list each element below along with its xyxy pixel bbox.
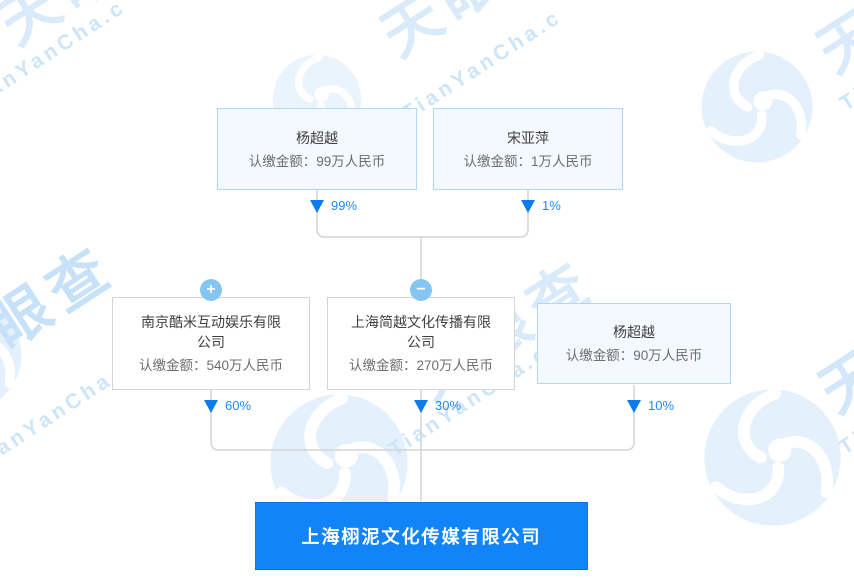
percent-label: 10% [648, 398, 675, 413]
percent-label: 99% [331, 198, 358, 213]
arrow-down-icon [204, 399, 218, 413]
percent-label: 60% [225, 398, 252, 413]
shareholder-name: 宋亚萍 [507, 129, 549, 146]
subscribed-amount: 认缴金额：1万人民币 [463, 153, 593, 169]
arrow-down-icon [414, 399, 428, 413]
shareholder-name: 杨超越 [296, 129, 338, 146]
ownership-percent-1: 1% [521, 199, 561, 213]
root-company-card: 上海栩泥文化传媒有限公司 [255, 502, 588, 570]
shareholder-name: 杨超越 [613, 324, 655, 340]
ownership-percent-60: 60% [204, 399, 251, 413]
ownership-percent-30: 30% [414, 399, 461, 413]
shareholder-name: 上海简越文化传播有限公司 [351, 314, 491, 350]
arrow-down-icon [310, 199, 324, 213]
percent-label: 1% [542, 198, 561, 213]
ownership-percent-10: 10% [627, 399, 674, 413]
arrow-down-icon [521, 199, 535, 213]
expand-plus-button[interactable]: + [200, 279, 222, 301]
shareholder-card-upper-1[interactable]: 杨超越 认缴金额：99万人民币 [217, 108, 417, 190]
arrow-down-icon [627, 399, 641, 413]
subscribed-amount: 认缴金额：99万人民币 [248, 153, 386, 169]
collapse-minus-button[interactable]: − [410, 279, 432, 301]
percent-label: 30% [435, 398, 462, 413]
shareholder-card-direct-3[interactable]: 杨超越 认缴金额：90万人民币 [537, 303, 731, 384]
subscribed-amount: 认缴金额：90万人民币 [565, 348, 703, 363]
shareholder-card-direct-1[interactable]: 南京酷米互动娱乐有限公司 认缴金额：540万人民币 [112, 297, 310, 390]
shareholder-card-direct-2[interactable]: 上海简越文化传播有限公司 认缴金额：270万人民币 [327, 297, 515, 390]
root-company-name: 上海栩泥文化传媒有限公司 [301, 527, 542, 547]
subscribed-amount: 认缴金额：540万人民币 [138, 358, 284, 373]
shareholder-card-upper-2[interactable]: 宋亚萍 认缴金额：1万人民币 [433, 108, 623, 190]
shareholder-name: 南京酷米互动娱乐有限公司 [141, 314, 281, 350]
subscribed-amount: 认缴金额：270万人民币 [348, 358, 494, 373]
ownership-percent-99: 99% [310, 199, 357, 213]
